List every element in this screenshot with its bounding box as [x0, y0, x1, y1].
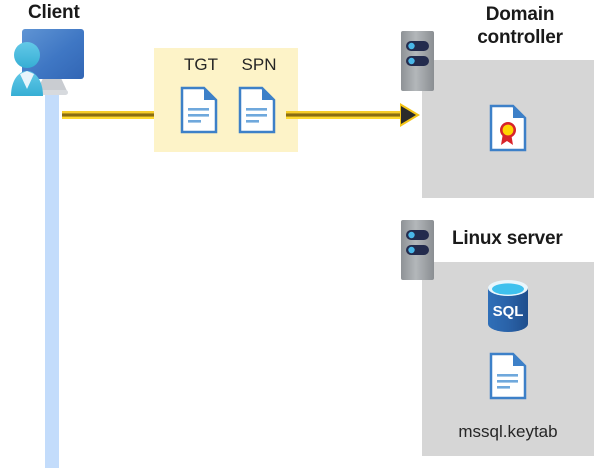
tgt-label: TGT [184, 55, 218, 74]
tgt-document-icon [180, 86, 218, 134]
sql-database-icon: SQL [485, 278, 531, 334]
message-line-segment-right [286, 111, 404, 119]
keytab-document-icon [489, 352, 527, 400]
spn-label: SPN [241, 55, 277, 74]
client-lifeline [45, 60, 59, 468]
keytab-file-label: mssql.keytab [458, 422, 558, 441]
domain-controller-title-line-1: Domain [485, 4, 555, 25]
domain-controller-title-line-2: controller [477, 27, 563, 48]
domain-controller-server-rack-icon [400, 30, 435, 92]
page-title-linux-server: Linux server [452, 228, 563, 249]
client-computer-user-icon [10, 26, 96, 100]
certificate-icon [489, 104, 527, 152]
page-title-client: Client [28, 2, 80, 23]
spn-document-icon [238, 86, 276, 134]
arrow-right-icon-core [401, 106, 416, 124]
message-line-segment-left [62, 111, 166, 119]
sql-database-label: SQL [493, 303, 524, 320]
linux-server-rack-icon [400, 219, 435, 281]
page-title-domain-controller: Domain controller [440, 3, 600, 49]
